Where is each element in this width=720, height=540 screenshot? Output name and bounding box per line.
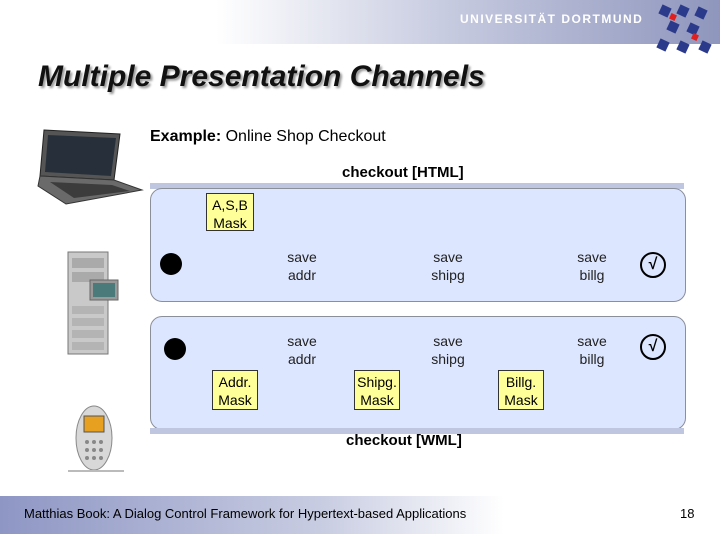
example-text: Online Shop Checkout [225,128,386,145]
state-save-billg-bottom: save billg [570,332,614,368]
state-line: save [433,333,463,349]
addr-mask: Addr. Mask [212,370,258,410]
state-save-shipg-bottom: save shipg [426,332,470,368]
wml-channel-label: checkout [WML] [346,432,462,449]
state-line: save [433,249,463,265]
university-logo-icon [656,4,712,54]
final-state-top: √ [640,252,666,278]
example-line: Example: Online Shop Checkout [150,128,386,146]
mask-line: Billg. [505,374,537,390]
state-line: addr [287,267,317,283]
example-label: Example: [150,128,222,145]
mask-line: Mask [504,392,538,408]
mask-line: A,S,B [212,197,248,213]
slide-title: Multiple Presentation Channels [38,60,485,93]
state-line: shipg [431,351,465,367]
state-save-shipg-top: save shipg [426,248,470,284]
mask-line: Mask [213,215,247,231]
state-line: billg [579,267,605,283]
state-line: save [287,333,317,349]
start-node-bottom [164,338,186,360]
state-line: billg [579,351,605,367]
state-line: save [577,333,607,349]
footer-bar [0,496,720,534]
state-line: addr [287,351,317,367]
html-channel-label: checkout [HTML] [342,164,464,181]
state-line: save [287,249,317,265]
university-name: UNIVERSITÄT DORTMUND [460,12,644,26]
server-icon [67,251,119,355]
mobile-phone-icon [68,405,124,472]
wml-channel-bar [150,428,684,434]
mask-line: Mask [218,392,252,408]
state-line: save [577,249,607,265]
html-channel-bar [150,183,684,189]
mask-line: Addr. [218,374,252,390]
state-line: shipg [431,267,465,283]
shipg-mask: Shipg. Mask [354,370,400,410]
start-node-top [160,253,182,275]
footer-text: Matthias Book: A Dialog Control Framewor… [24,506,467,521]
header-bar [0,0,720,44]
billg-mask: Billg. Mask [498,370,544,410]
state-save-addr-top: save addr [282,248,322,284]
mask-line: Mask [360,392,394,408]
mask-line: Shipg. [357,374,397,390]
state-save-addr-bottom: save addr [282,332,322,368]
html-mask: A,S,B Mask [206,193,254,231]
page-number: 18 [680,506,695,521]
laptop-icon [37,129,144,205]
state-save-billg-top: save billg [570,248,614,284]
final-state-bottom: √ [640,334,666,360]
